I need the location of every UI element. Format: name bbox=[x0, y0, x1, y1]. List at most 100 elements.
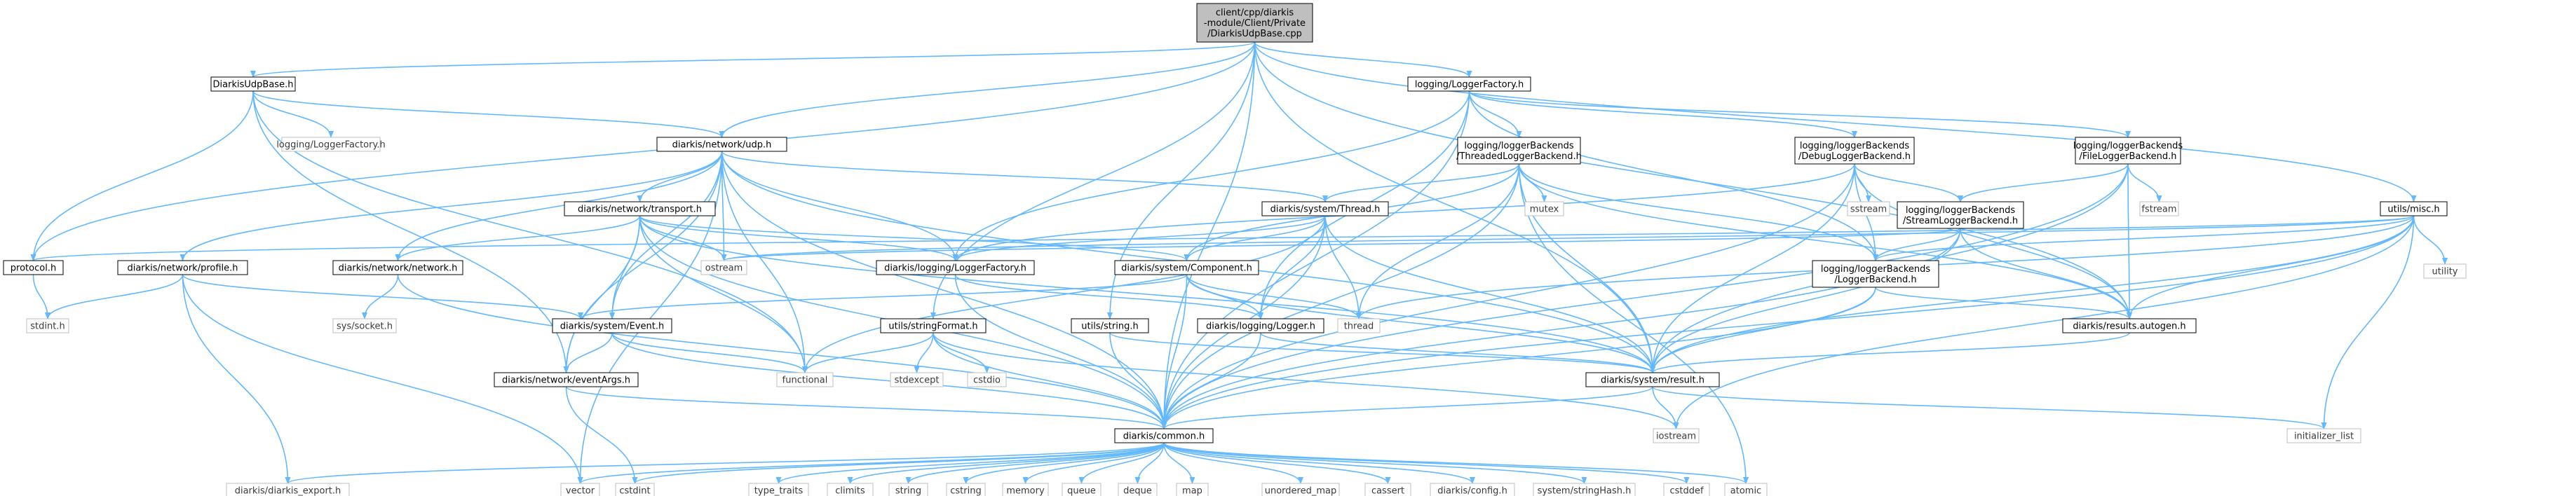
node-string: string bbox=[888, 483, 928, 496]
edge-component-h-to-chrono bbox=[578, 274, 1188, 319]
node-label: /ThreadedLoggerBackend.h bbox=[1456, 151, 1582, 162]
node-label: unordered_map bbox=[1265, 486, 1337, 496]
edge-transport-h-to-network-h bbox=[395, 215, 641, 261]
edge-threadedloggerbackend-h-to-thread-h bbox=[1322, 163, 1520, 202]
edge-diarkis-loggerfactory-h-to-logger-h bbox=[954, 274, 1263, 319]
node-atomic: atomic bbox=[1724, 483, 1768, 496]
edge-common-h-to-string bbox=[905, 442, 1165, 484]
node-cstdio: cstdio bbox=[967, 372, 1007, 387]
edge-udp-h-to-vector bbox=[577, 151, 723, 484]
edge-transport-h-to-eventargs-h bbox=[563, 215, 641, 373]
node-label: diarkis/system/result.h bbox=[1601, 376, 1704, 386]
node-label: diarkis/config.h bbox=[1437, 486, 1507, 496]
node-label: cstring bbox=[950, 486, 981, 496]
node-label: logging/LoggerFactory.h bbox=[276, 140, 385, 151]
edge-udp-h-to-eventargs-h bbox=[563, 151, 723, 373]
node-component-h[interactable]: diarkis/system/Component.h bbox=[1114, 260, 1259, 275]
edge-debugloggerbackend-h-to-result-h bbox=[1650, 163, 1855, 373]
node-label: deque bbox=[1123, 486, 1152, 496]
edge-fileloggerbackend-h-to-results-autogen-h bbox=[2126, 163, 2132, 319]
edge-result-h-to-initializer-list bbox=[1652, 386, 2327, 429]
edge-thread-h-to-thread bbox=[1324, 215, 1362, 319]
node-label: diarkis/system/Thread.h bbox=[1270, 205, 1381, 215]
node-streamloggerbackend-h[interactable]: logging/loggerBackends/StreamLoggerBacke… bbox=[1897, 201, 2024, 229]
node-deque: deque bbox=[1118, 483, 1158, 496]
edge-stringformat-h-to-functional bbox=[802, 332, 934, 373]
node-stdexcept: stdexcept bbox=[890, 372, 944, 387]
node-label: /LoggerBackend.h bbox=[1834, 275, 1916, 285]
edge-diarkisudpbase-h-to-udp-h bbox=[252, 90, 725, 138]
node-profile-h[interactable]: diarkis/network/profile.h bbox=[117, 260, 248, 275]
node-type-traits: type_traits bbox=[748, 483, 809, 496]
edge-loggerfactory-h-to-loggerbackend-h bbox=[1468, 90, 1878, 261]
node-misc-h[interactable]: utils/misc.h bbox=[2380, 201, 2448, 216]
node-label: type_traits bbox=[754, 486, 804, 496]
node-diarkisudpbase-h[interactable]: DiarkisUdpBase.h bbox=[210, 76, 296, 92]
edge-debugloggerbackend-h-to-streamloggerbackend-h bbox=[1854, 163, 1963, 202]
node-label: logging/loggerBackends bbox=[1800, 141, 1910, 151]
node-label: logging/loggerBackends bbox=[1821, 264, 1931, 275]
edge-common-h-to-vector bbox=[577, 442, 1165, 484]
edge-thread-h-to-logger-h bbox=[1258, 215, 1326, 319]
edge-thread-h-to-functional bbox=[802, 215, 1326, 373]
node-label: client/cpp/diarkis bbox=[1216, 8, 1294, 18]
node-loggerfactory-h[interactable]: logging/LoggerFactory.h bbox=[1407, 76, 1531, 92]
node-loggerbackend-h[interactable]: logging/loggerBackends/LoggerBackend.h bbox=[1812, 260, 1939, 288]
edge-string-h-to-result-h bbox=[1109, 332, 1655, 373]
node-threadedloggerbackend-h[interactable]: logging/loggerBackends/ThreadedLoggerBac… bbox=[1456, 137, 1582, 165]
node-mutex: mutex bbox=[1524, 201, 1564, 216]
edge-debugloggerbackend-h-to-common-h bbox=[1161, 163, 1855, 429]
edge-common-h-to-diarkis-export-h bbox=[285, 442, 1165, 484]
edge-loggerbackend-h-to-result-h bbox=[1650, 287, 1876, 373]
edge-common-h-to-queue bbox=[1078, 442, 1165, 484]
edge-fileloggerbackend-h-to-fstream bbox=[2127, 163, 2162, 202]
edge-root-to-stringformat-h bbox=[930, 41, 1256, 319]
node-protocol-h[interactable]: protocol.h bbox=[3, 260, 64, 275]
node-eventargs-h[interactable]: diarkis/network/eventArgs.h bbox=[494, 372, 639, 387]
node-label: atomic bbox=[1730, 486, 1761, 496]
edge-transport-h-to-component-h bbox=[639, 215, 1190, 261]
node-network-h[interactable]: diarkis/network/network.h bbox=[332, 260, 463, 275]
node-event-h[interactable]: diarkis/system/Event.h bbox=[552, 318, 672, 333]
edge-common-h-to-cstdint bbox=[632, 442, 1165, 484]
node-string-h[interactable]: utils/string.h bbox=[1071, 318, 1149, 333]
edge-streamloggerbackend-h-to-result-h bbox=[1650, 228, 1961, 373]
node-logger-h[interactable]: diarkis/logging/Logger.h bbox=[1197, 318, 1324, 333]
edge-component-h-to-result-h bbox=[1186, 274, 1655, 373]
edge-eventargs-h-to-common-h bbox=[565, 386, 1167, 429]
node-label: cstdint bbox=[619, 486, 650, 496]
node-label: stdint.h bbox=[30, 322, 65, 332]
node-udp-h[interactable]: diarkis/network/udp.h bbox=[656, 137, 787, 152]
edge-loggerfactory-h-to-diarkis-loggerfactory-h bbox=[952, 90, 1470, 261]
edge-debugloggerbackend-h-to-results-autogen-h bbox=[1854, 163, 2132, 319]
edge-debugloggerbackend-h-to-sstream bbox=[1854, 163, 1871, 202]
edge-fileloggerbackend-h-to-common-h bbox=[1161, 163, 2129, 429]
node-label: system/stringHash.h bbox=[1538, 486, 1632, 496]
node-label: protocol.h bbox=[11, 263, 56, 274]
node-debugloggerbackend-h[interactable]: logging/loggerBackends/DebugLoggerBacken… bbox=[1794, 137, 1915, 165]
node-label: functional bbox=[782, 376, 828, 386]
edge-transport-h-to-result-h bbox=[639, 215, 1655, 373]
node-label: diarkis/diarkis_export.h bbox=[235, 486, 341, 496]
node-thread-h[interactable]: diarkis/system/Thread.h bbox=[1261, 201, 1389, 216]
edge-udp-h-to-ostream bbox=[721, 151, 727, 261]
node-stringformat-h[interactable]: utils/stringFormat.h bbox=[880, 318, 987, 333]
node-vector: vector bbox=[560, 483, 600, 496]
edge-results-autogen-h-to-result-h bbox=[1650, 332, 2130, 373]
edge-common-h-to-map bbox=[1163, 442, 1195, 484]
node-stringhash-h: system/stringHash.h bbox=[1533, 483, 1636, 496]
node-label: /StreamLoggerBackend.h bbox=[1903, 216, 2018, 226]
node-result-h[interactable]: diarkis/system/result.h bbox=[1585, 372, 1720, 387]
node-transport-h[interactable]: diarkis/network/transport.h bbox=[564, 201, 716, 216]
node-unordered-map: unordered_map bbox=[1261, 483, 1340, 496]
node-results-autogen-h[interactable]: diarkis/results.autogen.h bbox=[2062, 318, 2197, 333]
node-label: sstream bbox=[1850, 205, 1887, 215]
edge-common-h-to-type-traits bbox=[775, 442, 1165, 484]
node-fileloggerbackend-h[interactable]: logging/loggerBackends/FileLoggerBackend… bbox=[2073, 137, 2183, 165]
node-climits: climits bbox=[827, 483, 874, 496]
node-label: memory bbox=[1006, 486, 1045, 496]
node-diarkis-loggerfactory-h[interactable]: diarkis/logging/LoggerFactory.h bbox=[876, 260, 1035, 275]
node-ostream: ostream bbox=[700, 260, 747, 275]
node-common-h[interactable]: diarkis/common.h bbox=[1114, 428, 1214, 443]
node-label: diarkis/network/udp.h bbox=[672, 140, 772, 151]
